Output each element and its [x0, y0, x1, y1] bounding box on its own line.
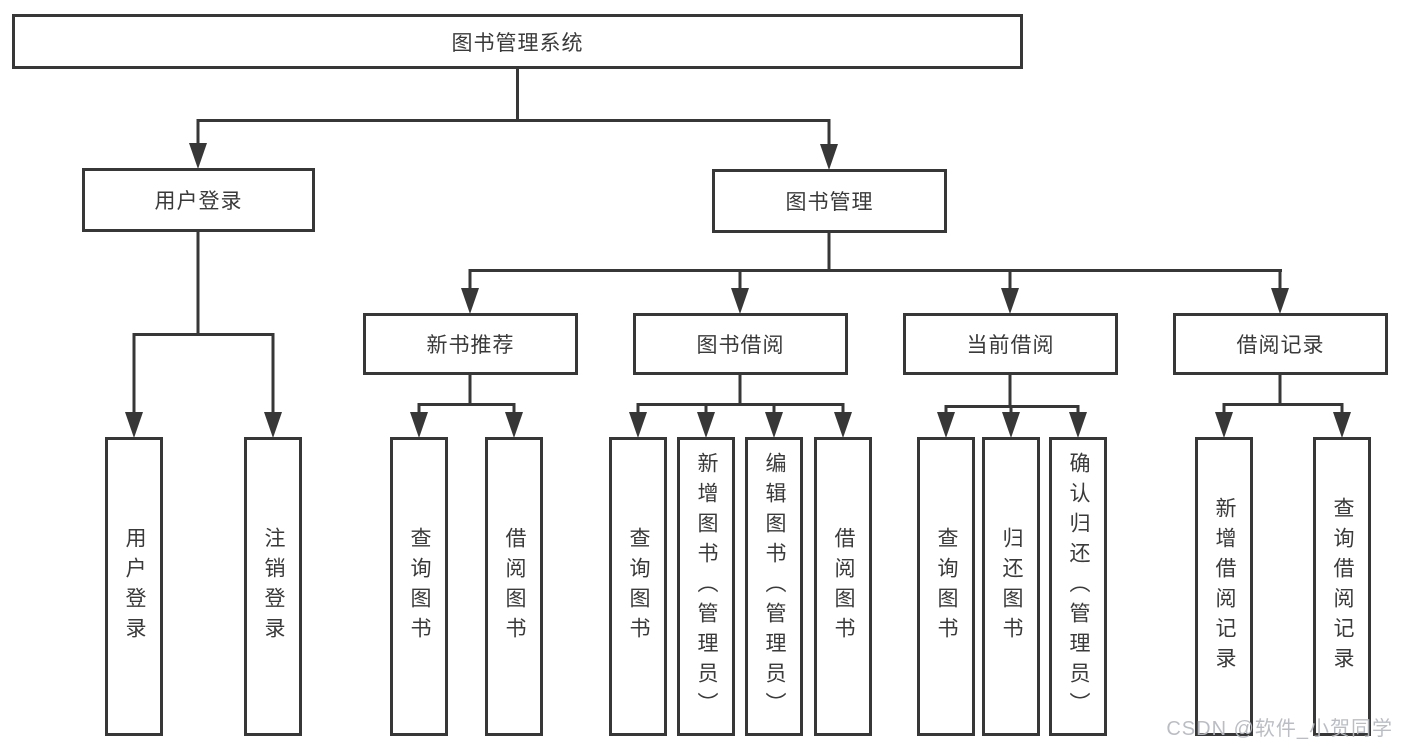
leaf-edit-books-admin: 编辑图书（管理员）: [745, 437, 803, 736]
leaf-query-books-recommend: 查询图书: [390, 437, 448, 736]
node-current-borrowing: 当前借阅: [903, 313, 1118, 375]
node-label: 编辑图书（管理员）: [763, 451, 786, 722]
node-label: 查询借阅记录: [1331, 496, 1354, 677]
leaf-add-books-admin: 新增图书（管理员）: [677, 437, 735, 736]
node-label: 查询图书: [935, 526, 958, 647]
node-label: 用户登录: [123, 526, 146, 647]
node-label: 借阅记录: [1236, 334, 1325, 357]
node-label: 图书借阅: [696, 334, 785, 357]
arrowhead-icons: [125, 143, 1351, 438]
node-label: 新书推荐: [426, 334, 515, 357]
node-user-login: 用户登录: [82, 168, 315, 232]
leaf-borrow-books-recommend: 借阅图书: [485, 437, 543, 736]
leaf-borrow-books: 借阅图书: [814, 437, 872, 736]
node-label: 借阅图书: [832, 526, 855, 647]
leaf-query-books-borrowing: 查询图书: [609, 437, 667, 736]
node-borrowing-records: 借阅记录: [1173, 313, 1388, 375]
leaf-query-borrow-record: 查询借阅记录: [1313, 437, 1371, 736]
node-label: 确认归还（管理员）: [1067, 451, 1090, 722]
leaf-user-login: 用户登录: [105, 437, 163, 736]
node-book-borrowing: 图书借阅: [633, 313, 848, 375]
node-label: 新增图书（管理员）: [695, 451, 718, 722]
node-label: 借阅图书: [503, 526, 526, 647]
node-new-book-recommendation: 新书推荐: [363, 313, 578, 375]
node-label: 新增借阅记录: [1213, 496, 1236, 677]
node-label: 归还图书: [1000, 526, 1023, 647]
node-label: 用户登录: [154, 190, 243, 213]
leaf-confirm-return-admin: 确认归还（管理员）: [1049, 437, 1107, 736]
leaf-return-books: 归还图书: [982, 437, 1040, 736]
node-book-management: 图书管理: [712, 169, 947, 233]
node-label: 注销登录: [262, 526, 285, 647]
node-library-management-system: 图书管理系统: [12, 14, 1023, 69]
leaf-logout: 注销登录: [244, 437, 302, 736]
leaf-add-borrow-record: 新增借阅记录: [1195, 437, 1253, 736]
node-label: 图书管理: [785, 191, 874, 214]
node-label: 查询图书: [627, 526, 650, 647]
node-label: 图书管理系统: [451, 31, 584, 55]
node-label: 当前借阅: [966, 334, 1055, 357]
leaf-query-books-current: 查询图书: [917, 437, 975, 736]
node-label: 查询图书: [408, 526, 431, 647]
